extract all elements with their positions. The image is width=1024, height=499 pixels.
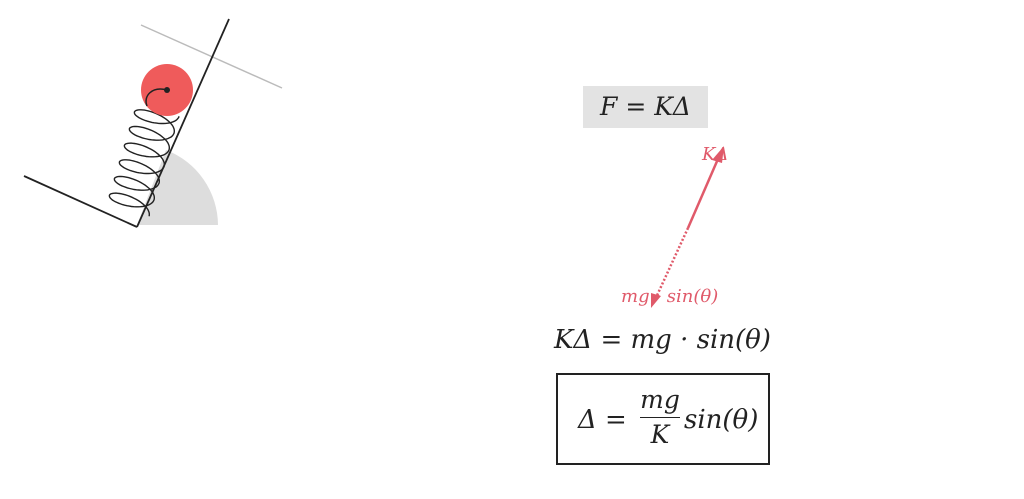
ball-center bbox=[164, 87, 170, 93]
angle-wedge bbox=[137, 150, 218, 225]
gravity-force-arrowhead bbox=[651, 293, 661, 308]
result-rhs: sin(θ) bbox=[684, 405, 759, 435]
spring-force-arrowhead bbox=[712, 146, 724, 163]
balance-equation: KΔ = mg · sin(θ) bbox=[554, 325, 771, 355]
fraction-bar bbox=[640, 417, 680, 418]
wall-line bbox=[136, 18, 230, 228]
spring-hook bbox=[145, 88, 168, 107]
fraction-denominator: K bbox=[650, 420, 670, 449]
gravity-force-arrow bbox=[652, 227, 690, 303]
floor-line bbox=[23, 175, 138, 228]
result-fraction: mg K bbox=[640, 385, 680, 450]
fraction-numerator: mg bbox=[640, 385, 680, 414]
result-lhs: Δ = bbox=[578, 405, 627, 435]
result-equation-box: Δ = mg K sin(θ) bbox=[556, 373, 770, 465]
gravity-force-label: mg · sin(θ) bbox=[621, 286, 719, 307]
spring-force-arrow bbox=[686, 151, 723, 229]
hooke-law-equation: F = KΔ bbox=[583, 86, 708, 128]
spring-force-label: KΔ bbox=[702, 144, 729, 165]
